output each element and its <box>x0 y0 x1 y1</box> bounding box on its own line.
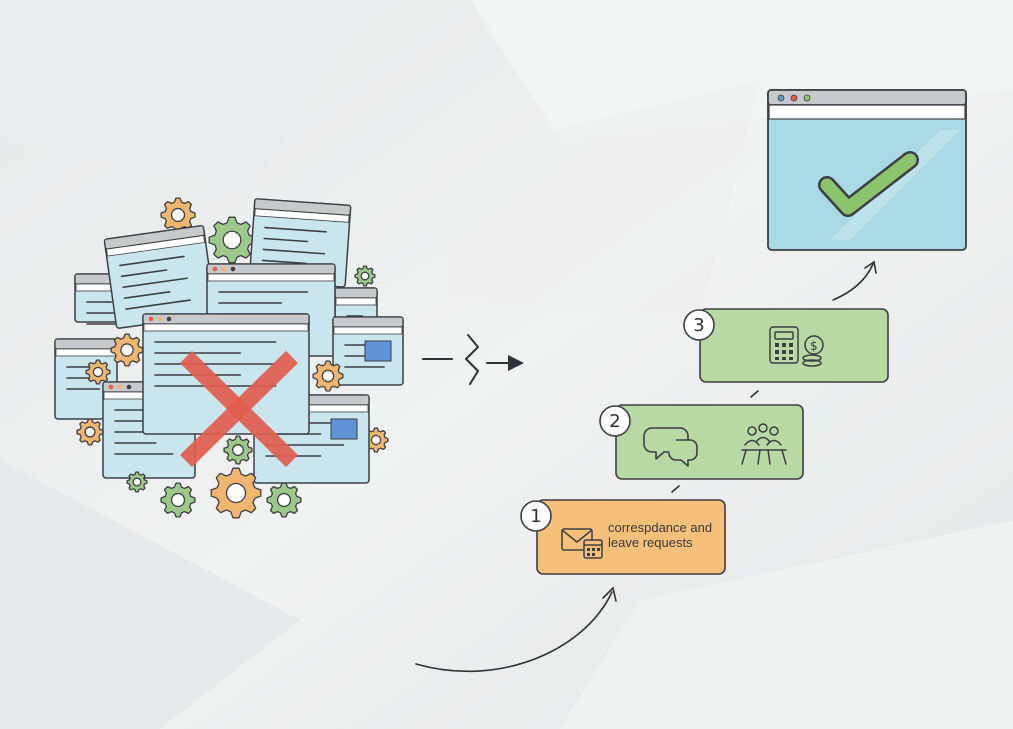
gear-icon <box>210 467 262 519</box>
step-3-box: $ 3 <box>683 308 889 383</box>
svg-text:$: $ <box>810 339 818 353</box>
step-1-label-line-1: correspdance and <box>608 520 712 535</box>
step-1-box: correspdance and leave requests 1 <box>520 499 726 575</box>
gear-icon <box>76 418 104 446</box>
step-connectors <box>671 390 759 493</box>
checkmark-icon <box>820 153 917 215</box>
step-1-label-line-2: leave requests <box>608 535 693 550</box>
window-icon <box>54 338 118 420</box>
gear-icon <box>312 360 344 392</box>
step-2-number-badge <box>599 405 631 437</box>
red-x-icon <box>180 350 298 468</box>
gear-icon <box>110 333 144 367</box>
gear-icon <box>85 359 111 385</box>
coins-icon: $ <box>802 335 824 367</box>
gear-icon <box>223 435 253 465</box>
step-2-box: 2 <box>599 404 804 480</box>
gear-icon <box>266 482 302 518</box>
meeting-people-icon <box>741 423 787 465</box>
gear-icon <box>160 197 196 233</box>
step-3-number: 3 <box>693 315 704 336</box>
step-3-number-badge <box>683 309 715 341</box>
gear-icon <box>208 216 256 264</box>
step-2-number: 2 <box>609 411 620 432</box>
step-1-number-badge <box>520 500 552 532</box>
window-icon <box>332 316 404 386</box>
window-icon <box>103 225 217 329</box>
checkmark-window-icon <box>767 89 967 251</box>
cluttered-windows-cluster <box>54 197 404 519</box>
step-1-number: 1 <box>530 506 541 527</box>
zigzag-arrow-icon <box>422 334 524 385</box>
curved-arrow-to-step-1 <box>415 586 617 673</box>
gear-icon <box>160 482 196 518</box>
chat-bubbles-icon <box>643 427 698 467</box>
envelope-calendar-icon <box>561 528 603 559</box>
curved-arrow-to-success <box>832 260 877 301</box>
window-icon <box>142 313 310 435</box>
gear-icon <box>354 265 376 287</box>
calculator-icon <box>769 326 799 364</box>
gear-icon <box>126 471 148 493</box>
